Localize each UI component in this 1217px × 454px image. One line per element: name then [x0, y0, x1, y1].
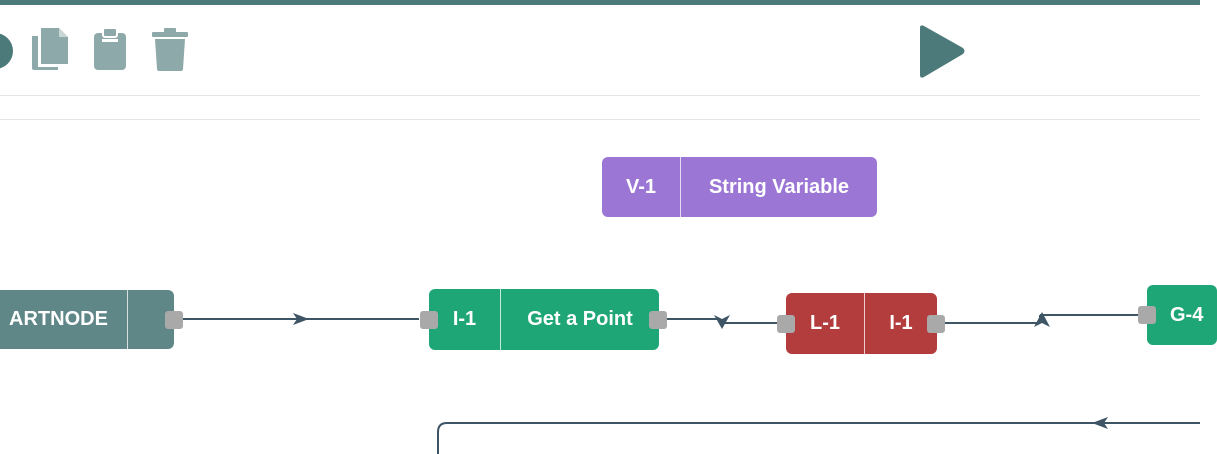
logic-node-in-port[interactable] [777, 315, 795, 333]
edge-return [437, 422, 1200, 454]
toolbar [0, 5, 1200, 96]
edges-layer [183, 312, 1200, 454]
partial-node[interactable]: G-4 [1147, 285, 1217, 345]
input-node-id: I-1 [452, 308, 477, 330]
edge-arrow [714, 315, 730, 329]
input-node-out-port[interactable] [649, 311, 667, 329]
flow-canvas[interactable]: ARTNODE V-1 String Variable I-1 Get a Po… [0, 120, 1217, 454]
logic-node[interactable]: L-1 I-1 [786, 293, 937, 354]
logic-node-ref: I-1 [889, 312, 913, 334]
circle-icon[interactable] [0, 32, 14, 70]
logic-node-out-port[interactable] [927, 315, 945, 333]
input-node-in-port[interactable] [420, 311, 438, 329]
partial-node-id: G-4 [1170, 303, 1204, 326]
start-node[interactable]: ARTNODE [0, 290, 174, 349]
input-node-label: Get a Point [527, 308, 633, 330]
secondary-toolbar [0, 96, 1200, 120]
edge-arrow [1092, 417, 1108, 429]
variable-node-id: V-1 [625, 175, 657, 198]
edge-arrow [293, 313, 309, 325]
start-node-out-port[interactable] [165, 311, 183, 329]
input-node[interactable]: I-1 Get a Point [429, 289, 659, 350]
variable-node[interactable]: V-1 String Variable [602, 157, 877, 217]
trash-icon[interactable] [151, 27, 189, 72]
logic-node-id: L-1 [810, 312, 840, 334]
top-accent-bar [0, 0, 1200, 5]
copy-icon[interactable] [30, 27, 70, 71]
start-node-label: ARTNODE [9, 308, 108, 330]
play-icon[interactable] [916, 24, 966, 80]
variable-node-label: String Variable [708, 175, 850, 198]
edge-arrow [1034, 312, 1050, 327]
clipboard-icon[interactable] [93, 27, 127, 71]
partial-node-in-port[interactable] [1138, 306, 1156, 324]
